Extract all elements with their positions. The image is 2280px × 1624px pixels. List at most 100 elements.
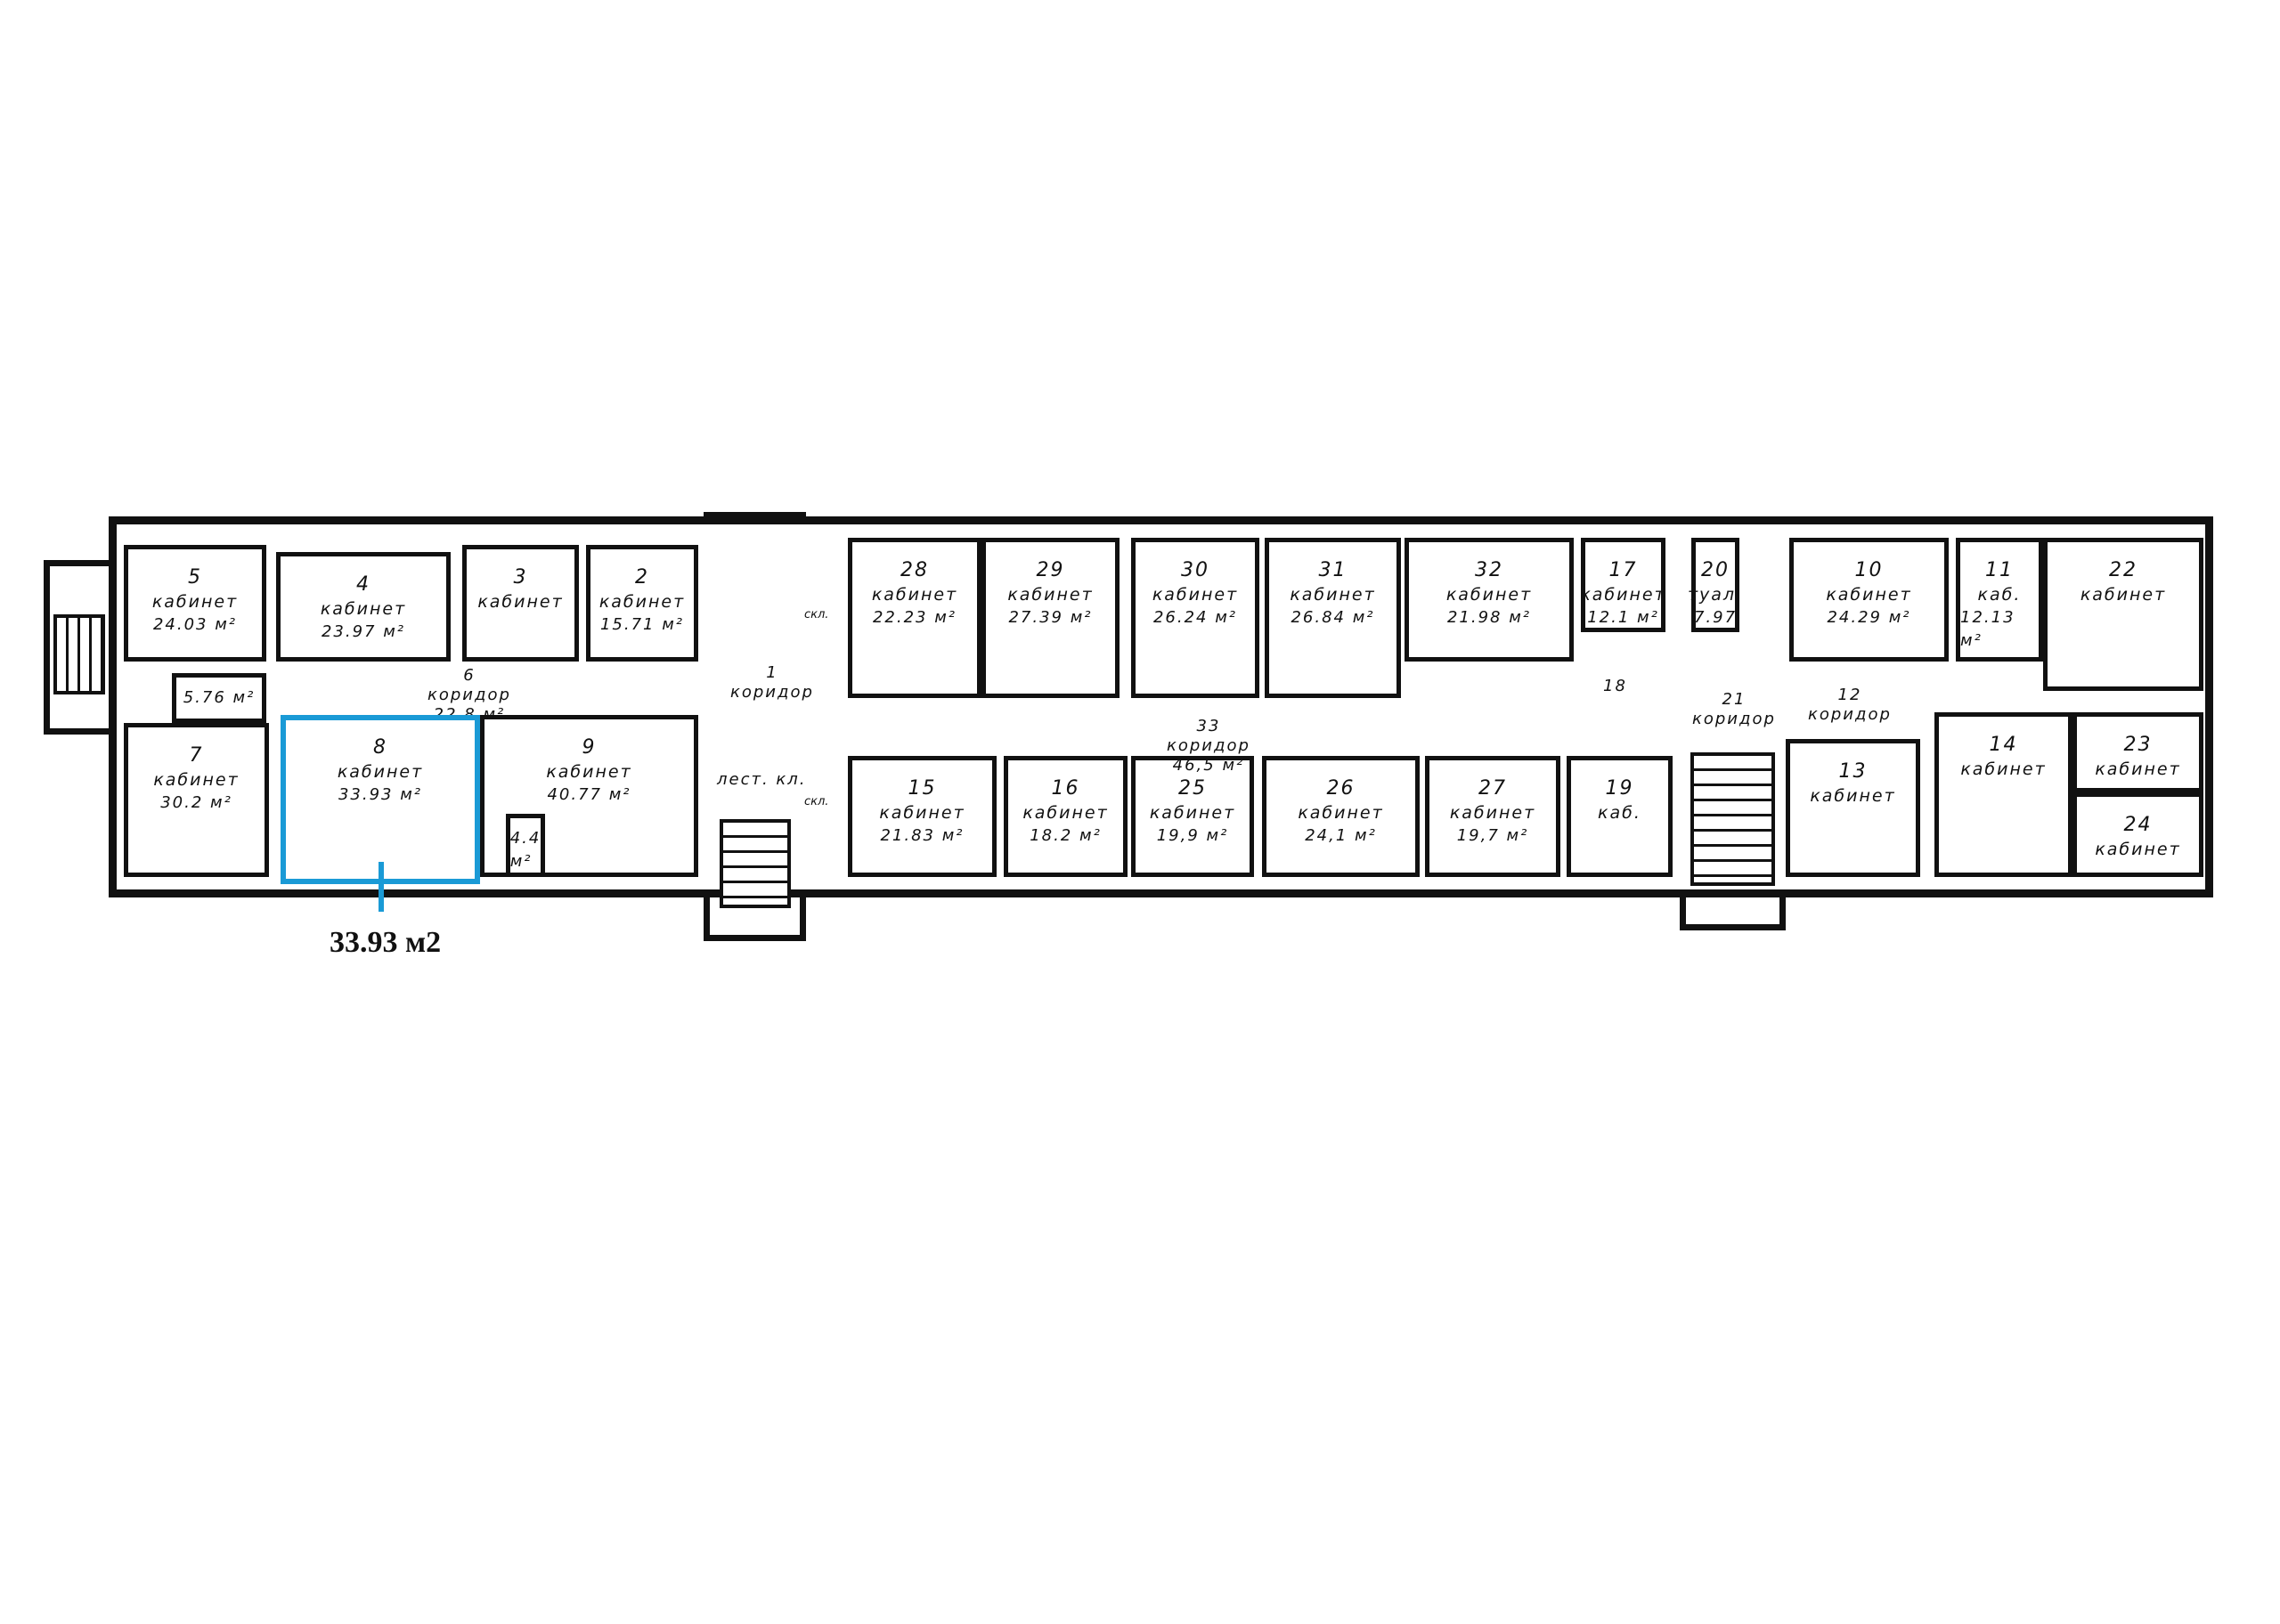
room-label: кабинет	[1149, 803, 1236, 823]
highlight-area-caption: 33.93 м2	[330, 926, 442, 959]
room-label: кабинет	[598, 592, 686, 612]
room-number: 7	[189, 744, 204, 767]
room-area-4[interactable]: 5.76 м²	[172, 673, 266, 723]
corridor-label: скл.	[804, 795, 829, 808]
highlighted-room-outline[interactable]	[281, 715, 480, 884]
corridor-label: лест. кл.	[717, 770, 807, 789]
right-staircase	[1690, 752, 1775, 886]
room-area: 24.29 м²	[1827, 608, 1911, 627]
room-label: кабинет	[1022, 803, 1109, 823]
room-14[interactable]: 14 кабинет	[1934, 712, 2072, 877]
room-22[interactable]: 22 кабинет	[2043, 538, 2203, 691]
building-outline	[109, 516, 2213, 897]
room-label: кабинет	[2080, 585, 2167, 605]
room-label: кабинет	[153, 770, 240, 790]
room-area: 12.1 м²	[1587, 608, 1659, 627]
room-label: туал.	[1687, 585, 1744, 605]
room-3[interactable]: 3 кабинет	[462, 545, 579, 662]
room-label: кабинет	[1449, 803, 1536, 823]
corridor-number: 1	[766, 663, 778, 682]
highlight-pointer-line	[379, 862, 384, 912]
room-number: 22	[2109, 559, 2138, 581]
room-number: 14	[1989, 734, 2018, 756]
corridor-number: 6	[463, 666, 476, 685]
left-staircase	[53, 614, 105, 694]
room-number: 25	[1178, 777, 1207, 800]
room-area: 12.13 м²	[1960, 608, 2015, 650]
room-label: кабинет	[1960, 759, 2047, 779]
room-number: 15	[908, 777, 937, 800]
room-number: 2	[635, 566, 649, 589]
room-label: кабинет	[477, 592, 564, 612]
room-label: кабинет	[151, 592, 239, 612]
room-9[interactable]: 9 кабинет 40.77 м²	[480, 715, 698, 877]
room-label: кабинет	[879, 803, 965, 823]
room-number: 32	[1475, 559, 1503, 581]
room-label: кабинет	[1826, 585, 1912, 605]
room-label: кабинет	[320, 599, 407, 619]
room-2[interactable]: 2 кабинет 15.71 м²	[586, 545, 698, 662]
room-number: 9	[582, 736, 597, 759]
room-number: 3	[513, 566, 528, 589]
room-area: 33.93 м²	[338, 785, 423, 804]
room-20[interactable]: 20 туал. 7.97	[1688, 538, 1741, 632]
room-number: 4	[356, 573, 370, 596]
corridor-label: коридор	[1167, 736, 1250, 755]
corridor-18: 18	[1603, 677, 1627, 696]
room-label: каб.	[1977, 585, 2022, 605]
room-number: 20	[1701, 559, 1730, 581]
corridor-label: коридор	[730, 683, 814, 702]
room-area-8[interactable]: 4.4 м²	[506, 814, 545, 877]
room-4[interactable]: 4 кабинет 23.97 м²	[276, 552, 451, 662]
corridor-label-6: лест. кл.	[717, 770, 807, 790]
room-area: 24.03 м²	[152, 615, 238, 634]
room-label: кабинет	[1580, 585, 1666, 605]
room-label: кабинет	[1810, 786, 1896, 806]
room-area: 24,1 м²	[1305, 826, 1377, 845]
center-staircase	[720, 819, 791, 908]
corridor-area: 46,5 м²	[1172, 756, 1245, 775]
corridor-number: 21	[1722, 690, 1747, 709]
room-area: 15.71 м²	[599, 615, 685, 634]
room-area: 27.39 м²	[1008, 608, 1093, 627]
room-label: кабинет	[2095, 759, 2181, 779]
room-number: 8	[373, 736, 387, 759]
corridor-number: 33	[1196, 717, 1221, 735]
room-number: 19	[1605, 777, 1634, 800]
corridor-label: коридор	[428, 686, 511, 704]
room-area: 7.97	[1693, 608, 1738, 627]
room-area: 23.97 м²	[321, 622, 406, 641]
room-area: 19,7 м²	[1456, 826, 1529, 845]
room-area: 21.98 м²	[1446, 608, 1532, 627]
room-area: 22.23 м²	[872, 608, 957, 627]
room-number: 29	[1036, 559, 1065, 581]
room-area: 40.77 м²	[547, 785, 631, 804]
room-area: 18.2 м²	[1030, 826, 1102, 845]
room-29[interactable]: 29 кабинет 27.39 м²	[981, 538, 1120, 698]
room-label: кабинет	[1007, 585, 1094, 605]
room-label: кабинет	[546, 762, 632, 782]
room-number: 28	[900, 559, 929, 581]
